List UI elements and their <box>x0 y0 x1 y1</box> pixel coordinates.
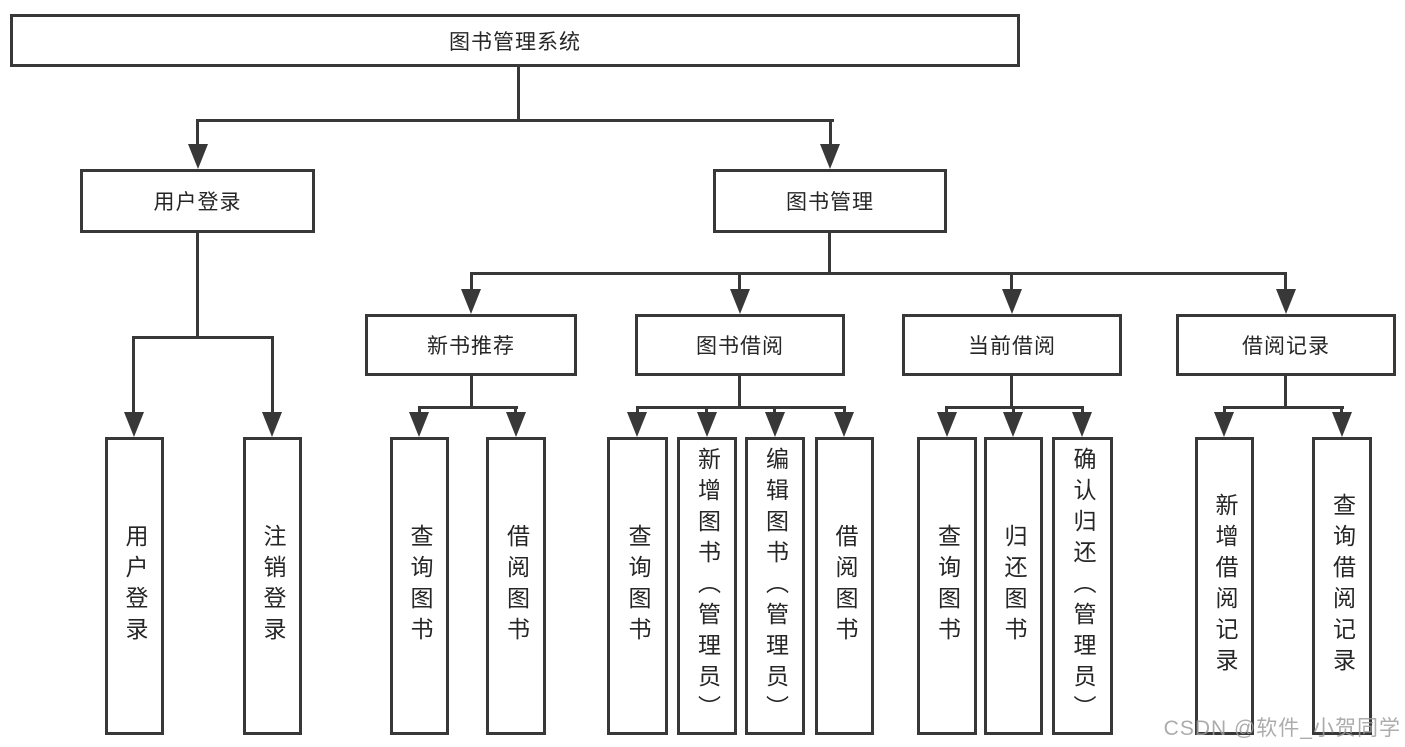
arrow-down-icon <box>730 289 750 314</box>
node-label: 查询图书 <box>625 524 651 648</box>
connector-line <box>1223 406 1344 409</box>
leaf-borrow-query-book: 查询图书 <box>607 437 668 735</box>
connector-line <box>514 406 517 416</box>
node-label: 借阅记录 <box>1242 335 1330 358</box>
node-label: 编辑图书（管理员） <box>762 446 789 726</box>
arrow-down-icon <box>627 412 647 437</box>
node-label: 借阅图书 <box>832 524 858 648</box>
connector-line <box>1081 406 1084 416</box>
connector-line <box>271 336 274 415</box>
connector-line <box>1284 272 1287 292</box>
connector-line <box>470 272 1287 275</box>
node-book-management: 图书管理 <box>713 169 947 233</box>
node-borrow-record: 借阅记录 <box>1176 314 1396 376</box>
arrow-down-icon <box>697 412 717 437</box>
leaf-borrow-edit-book-admin: 编辑图书（管理员） <box>745 437 805 735</box>
leaf-record-query-borrow: 查询借阅记录 <box>1312 437 1372 735</box>
connector-line <box>705 406 708 416</box>
node-book-borrow: 图书借阅 <box>635 314 845 376</box>
connector-line <box>829 119 832 147</box>
connector-line <box>773 406 776 416</box>
csdn-watermark: CSDN @软件_小贺同学 <box>1163 717 1401 740</box>
connector-line <box>828 233 831 275</box>
arrow-down-icon <box>1002 289 1022 314</box>
leaf-borrow-borrow-book: 借阅图书 <box>815 437 874 735</box>
arrow-down-icon <box>1332 412 1352 437</box>
node-new-book-recommend: 新书推荐 <box>365 314 577 376</box>
connector-line <box>738 272 741 292</box>
connector-line <box>1012 406 1015 416</box>
leaf-current-confirm-return-admin: 确认归还（管理员） <box>1052 437 1113 735</box>
node-system-root: 图书管理系统 <box>10 14 1020 67</box>
node-label: 注销登录 <box>260 524 286 648</box>
node-label: 查询图书 <box>407 524 433 648</box>
arrow-down-icon <box>124 412 144 437</box>
connector-line <box>517 67 520 122</box>
connector-line <box>196 233 199 339</box>
arrow-down-icon <box>461 289 481 314</box>
connector-line <box>470 376 473 409</box>
leaf-user-login: 用户登录 <box>105 437 164 735</box>
arrow-down-icon <box>1003 412 1023 437</box>
node-label: 图书借阅 <box>696 335 784 358</box>
connector-line <box>636 406 639 416</box>
arrow-down-icon <box>834 412 854 437</box>
leaf-recommend-query-book: 查询图书 <box>390 437 449 735</box>
node-label: 借阅图书 <box>503 524 530 648</box>
arrow-down-icon <box>262 412 282 437</box>
node-label: 新增图书（管理员） <box>694 446 721 726</box>
leaf-current-return-book: 归还图书 <box>984 437 1043 735</box>
connector-line <box>418 406 421 416</box>
node-label: 图书管理 <box>786 191 874 214</box>
arrow-down-icon <box>820 144 840 169</box>
connector-line <box>132 336 274 339</box>
connector-line <box>1284 376 1287 409</box>
leaf-recommend-borrow-book: 借阅图书 <box>486 437 546 735</box>
leaf-borrow-add-book-admin: 新增图书（管理员） <box>677 437 737 735</box>
connector-line <box>1010 272 1013 292</box>
node-user-login: 用户登录 <box>80 169 315 233</box>
node-label: 新增借阅记录 <box>1212 493 1238 679</box>
leaf-record-add-borrow: 新增借阅记录 <box>1195 437 1254 735</box>
node-label: 归还图书 <box>1001 524 1027 648</box>
node-label: 查询借阅记录 <box>1329 493 1356 679</box>
node-label: 查询图书 <box>934 524 961 648</box>
node-label: 新书推荐 <box>427 335 515 358</box>
arrow-down-icon <box>937 412 957 437</box>
arrow-down-icon <box>765 412 785 437</box>
arrow-down-icon <box>409 412 429 437</box>
connector-line <box>1010 376 1013 409</box>
connector-line <box>132 336 135 415</box>
connector-line <box>843 406 846 416</box>
arrow-down-icon <box>188 144 208 169</box>
connector-line <box>1223 406 1226 416</box>
arrow-down-icon <box>506 412 526 437</box>
connector-line <box>470 272 473 292</box>
node-label: 用户登录 <box>122 524 148 648</box>
node-label: 图书管理系统 <box>449 30 581 54</box>
arrow-down-icon <box>1072 412 1092 437</box>
node-label: 确认归还（管理员） <box>1070 446 1096 726</box>
arrow-down-icon <box>1276 289 1296 314</box>
connector-line <box>738 376 741 409</box>
connector-line <box>196 119 199 147</box>
connector-line <box>1340 406 1343 416</box>
connector-line <box>636 406 846 409</box>
node-label: 当前借阅 <box>968 335 1056 358</box>
connector-line <box>945 406 948 416</box>
node-label: 用户登录 <box>153 191 242 214</box>
leaf-logout: 注销登录 <box>243 437 302 735</box>
node-current-borrow: 当前借阅 <box>902 314 1122 376</box>
arrow-down-icon <box>1214 412 1234 437</box>
connector-line <box>418 406 518 409</box>
leaf-current-query-book: 查询图书 <box>917 437 977 735</box>
connector-line <box>196 119 834 122</box>
